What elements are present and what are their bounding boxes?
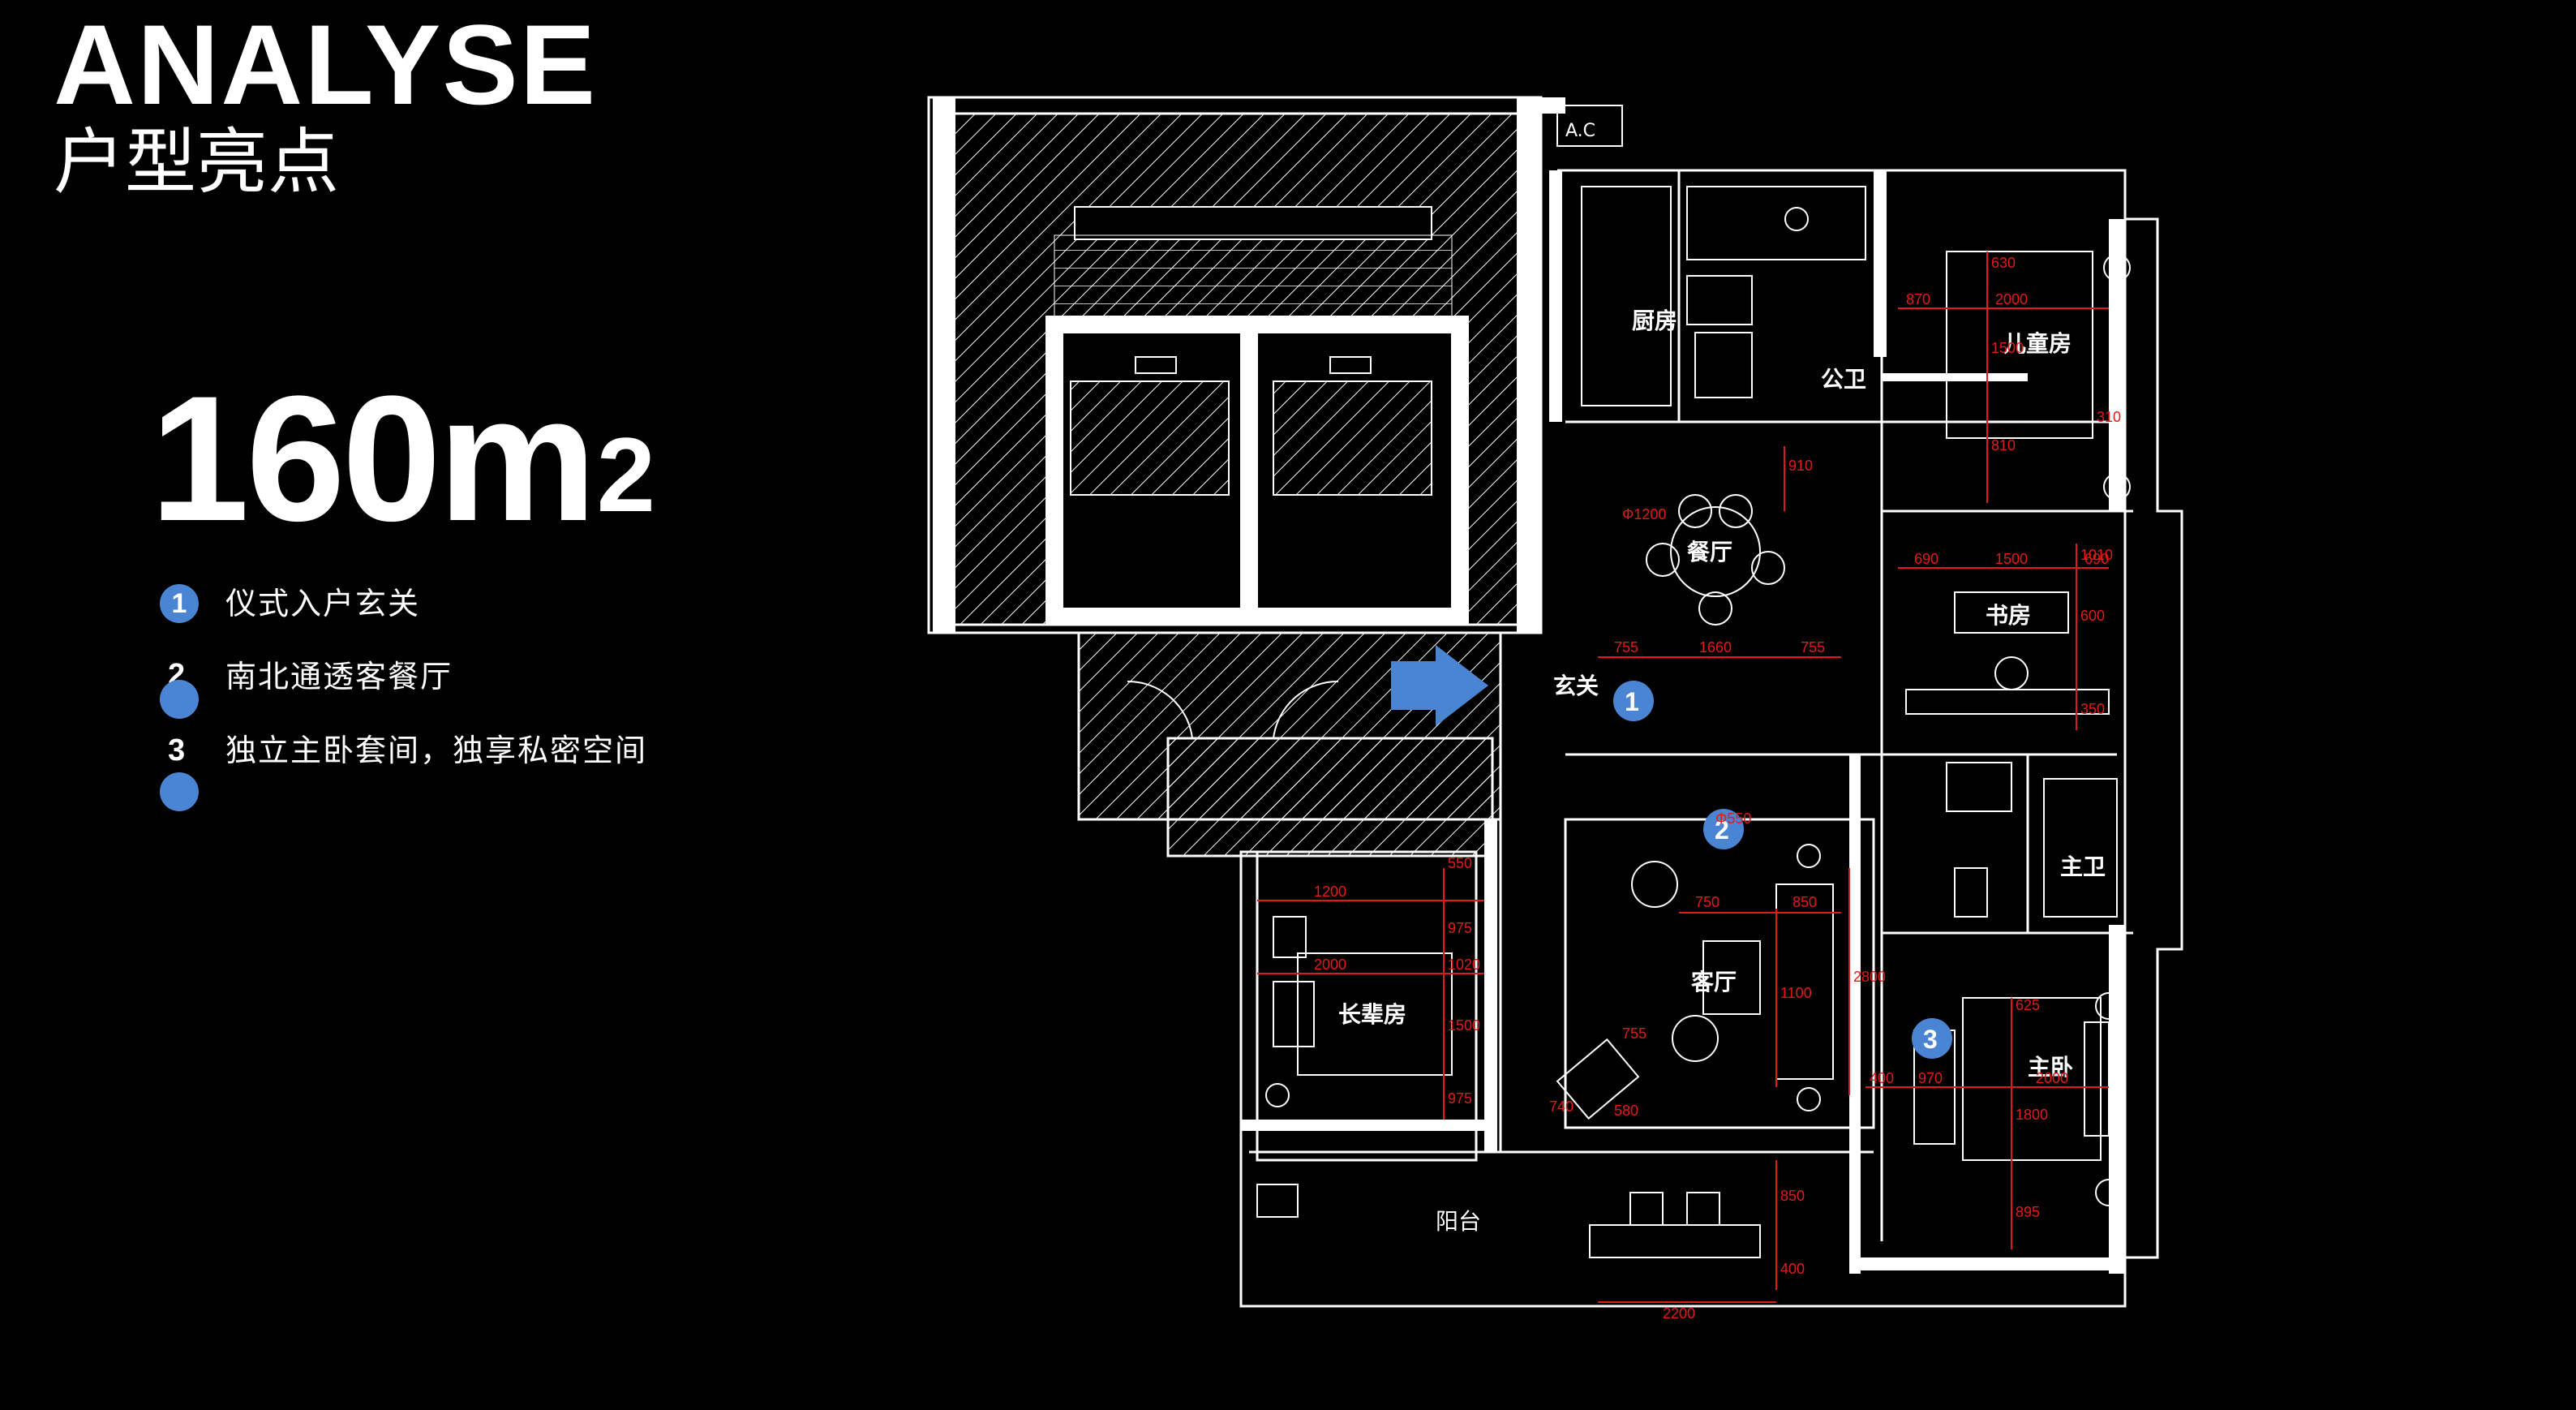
area-value: 160m2 [150,365,655,552]
dim-label: 2800 [1853,969,1886,985]
building-core [927,96,1565,858]
room-kitchen: 厨房 [1632,307,1677,334]
dim-label: 1660 [1699,639,1732,656]
dim-label: 1800 [2016,1107,2048,1123]
dim-label: 350 [2080,701,2105,717]
ac-unit: A.C [1556,105,1623,147]
dim-label: 1100 [1780,985,1812,1001]
feature-1-text: 仪式入户玄关 [225,586,421,621]
dim-label: 630 [1991,255,2016,271]
room-dining: 餐厅 [1687,539,1732,565]
plan-badges: 1 2 3 [1613,681,1952,1059]
dim-label: 750 [1695,894,1719,910]
room-master-bed: 主卧 [2028,1054,2073,1081]
dim-label: 690 [1914,551,1938,567]
dim-label: Φ550 [1715,810,1751,827]
dim-label: 310 [2097,409,2121,425]
floor-plan: A.C [927,96,2183,1322]
dim-label: 400 [1780,1261,1805,1277]
feature-3-number: 3 [168,733,186,767]
dim-label: 1500 [1995,551,2028,567]
room-master-bath: 主卫 [2060,853,2106,880]
dim-label: 2200 [1663,1305,1695,1322]
dim-label: 600 [2080,608,2105,624]
dim-label: 1010 [2080,547,2113,563]
dimension-labels: 870 2000 630 1500 810 310 910 Φ1200 755 … [1314,255,2121,1322]
page-subtitle: 户型亮点 [54,120,340,204]
dim-label: 975 [1448,920,1472,936]
dim-label: 1500 [1448,1017,1480,1034]
dim-label: Φ1200 [1622,506,1666,522]
dim-label: 740 [1549,1098,1574,1115]
dim-label: 850 [1780,1188,1805,1204]
area-superscript: 2 [596,415,655,534]
dim-label: 970 [1918,1070,1943,1086]
entrance-arrow [1391,645,1488,726]
dim-label: 2000 [1314,956,1346,973]
dim-label: 755 [1801,639,1825,656]
badge-1: 1 [1625,687,1639,716]
feature-3-dot [160,772,199,811]
dim-label: 2000 [1995,291,2028,307]
dim-label: 550 [1448,855,1472,871]
room-kids: 儿童房 [2003,330,2072,357]
page-title: ANALYSE [54,1,598,128]
room-labels: 厨房 公卫 儿童房 餐厅 书房 玄关 主卫 长辈房 客厅 主卧 阳台 [1338,307,2106,1235]
thick-walls [1241,170,2125,1274]
dim-label: 1500 [1991,340,2024,356]
dimension-lines [1257,251,2109,1303]
dim-label: 975 [1448,1090,1472,1107]
feature-2-dot [160,680,199,719]
room-living: 客厅 [1691,969,1737,995]
dim-label: 910 [1788,458,1813,474]
feature-3-text: 独立主卧套间，独享私密空间 [225,733,648,768]
dim-label: 400 [1870,1070,1894,1086]
dim-label: 755 [1614,639,1638,656]
dim-label: 850 [1792,894,1817,910]
badge-3: 3 [1923,1025,1938,1054]
feature-1-badge: 1 [160,584,199,623]
room-elder: 长辈房 [1338,1001,1406,1028]
dim-label: 1200 [1314,883,1346,900]
furniture [1256,186,2131,1258]
ac-label: A.C [1565,121,1595,141]
room-entrance: 玄关 [1553,673,1599,699]
room-balcony: 阳台 [1436,1208,1481,1235]
dim-label: 580 [1614,1103,1638,1119]
dim-label: 2000 [2036,1070,2068,1086]
dim-label: 895 [2016,1204,2040,1220]
dim-label: 870 [1906,291,1930,307]
dim-label: 625 [2016,997,2040,1013]
dim-label: 810 [1991,437,2016,454]
feature-2-text: 南北通透客餐厅 [225,659,453,694]
dim-label: 1020 [1448,956,1480,973]
room-public-bath: 公卫 [1821,366,1866,393]
dim-label: 755 [1622,1025,1646,1042]
badge-2: 2 [1715,815,1729,845]
area-number: 160m [150,359,597,558]
dim-label: 690 [2084,551,2109,567]
room-study: 书房 [1986,602,2031,629]
